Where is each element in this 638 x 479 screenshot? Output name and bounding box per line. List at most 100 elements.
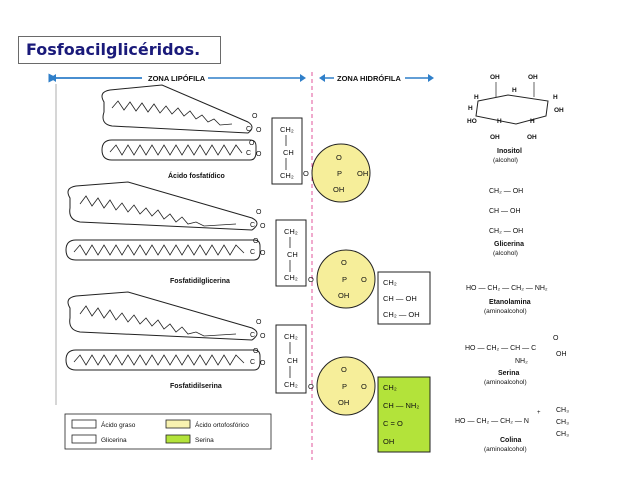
glycerol-ch-2: CH	[287, 250, 298, 259]
inositol-oh-3: OH	[554, 107, 564, 114]
phosphate-circle-2	[316, 249, 376, 309]
ester-c-2a: C	[250, 222, 255, 229]
fatty-acid-tail-3a	[67, 291, 258, 341]
glycerol-box-1	[271, 117, 303, 185]
zone-lipophilic-label: ZONA LIPÓFILA	[148, 74, 206, 83]
glycerol-ch-1: CH	[283, 148, 294, 157]
hydrocarbon-chain-3a	[79, 305, 237, 337]
ester-o-2d: O	[260, 250, 266, 257]
glycerol-box-2	[275, 219, 307, 287]
inositol-h-4: H	[468, 105, 473, 112]
legend-label-acido-ortofosforico: Ácido ortofosfórico	[195, 420, 249, 429]
inositol-ring	[475, 94, 549, 125]
inositol-h-6: H	[530, 118, 535, 125]
head-3-row-4: OH	[383, 437, 394, 446]
phosphate-o-top-3: O	[341, 365, 347, 374]
ester-c-1a: C	[246, 126, 251, 133]
phosphate-o-right-2: O	[361, 275, 367, 284]
etanolamina-name: Etanolamina	[489, 299, 531, 306]
phosphate-oh-3: OH	[338, 398, 349, 407]
molecule-fosfatidilglicerina: O C O O C O CH₂ CH CH₂ O O P O OH CH₂ CH…	[65, 181, 431, 325]
glycerol-ch2-top-2: CH₂	[284, 227, 298, 236]
ester-o-3c: O	[253, 348, 259, 355]
ester-o-2a: O	[256, 209, 262, 216]
phosphate-o-left-2: O	[308, 275, 314, 284]
colina-ch3-1: CH₃	[556, 407, 569, 414]
legend-swatch-glicerina	[71, 434, 97, 444]
glycerol-ch2-bottom-1: CH₂	[280, 171, 294, 180]
fatty-acid-tail-2b	[65, 239, 261, 261]
compound-serina: HO — CH₂ — CH — C O OH NH₂ Serina (amino…	[465, 335, 567, 386]
zone-hydrophilic-label: ZONA HIDRÓFILA	[337, 74, 401, 83]
head-2-row-3: CH₂ — OH	[383, 310, 420, 319]
compound-colina: HO — CH₂ — CH₂ — N + CH₃ CH₃ CH₃ Colina …	[455, 407, 569, 453]
phosphate-oh-1: OH	[333, 185, 344, 194]
phosphate-o-left-3: O	[308, 382, 314, 391]
ester-c-3b: C	[250, 359, 255, 366]
legend-swatch-serina	[165, 434, 191, 444]
ester-o-2c: O	[253, 238, 259, 245]
ester-c-2b: C	[250, 249, 255, 256]
head-group-serina-box	[377, 376, 431, 453]
phosphate-o-top-1: O	[336, 153, 342, 162]
title-box: Fosfoacilglicéridos.	[18, 36, 221, 64]
phosphate-circle-1	[311, 143, 371, 203]
colina-ch3-2: CH₃	[556, 419, 569, 426]
glicerina-name: Glicerina	[494, 241, 524, 248]
inositol-oh-4: OH	[490, 134, 500, 141]
ester-o-1d: O	[256, 151, 262, 158]
ester-o-1b: O	[256, 127, 262, 134]
inositol-h-5: H	[497, 118, 502, 125]
compound-inositol: OH OH H H H H OH HO H H OH OH Inositol (…	[467, 74, 564, 164]
ester-c-1b: C	[246, 150, 251, 157]
zone-mid-arrowhead-right	[300, 74, 306, 82]
colina-name: Colina	[500, 437, 521, 444]
legend-label-glicerina: Glicerina	[101, 437, 127, 444]
glycerol-ch2-bottom-3: CH₂	[284, 380, 298, 389]
serina-o: O	[553, 335, 559, 342]
phosphate-o-top-2: O	[341, 258, 347, 267]
phosphate-p-3: P	[342, 382, 347, 391]
zone-mid-arrowhead-left	[319, 74, 325, 82]
phosphate-o-right-3: O	[361, 382, 367, 391]
legend-swatch-acido-ortofosforico	[165, 419, 191, 429]
phosphate-p-2: P	[342, 275, 347, 284]
fatty-acid-tail-2a	[67, 181, 258, 231]
head-3-row-2: CH — NH₂	[383, 401, 419, 410]
glycerol-ch2-bottom-2: CH₂	[284, 273, 298, 282]
ester-o-3d: O	[260, 360, 266, 367]
legend-frame	[64, 413, 272, 450]
ester-o-2b: O	[260, 223, 266, 230]
glycerol-ch2-top-1: CH₂	[280, 125, 294, 134]
head-2-row-2: CH — OH	[383, 294, 417, 303]
etanolamina-formula: HO — CH₂ — CH₂ — NH₂	[466, 285, 548, 292]
ester-group-2: O C O O C O	[250, 209, 266, 257]
glycerol-ch-3: CH	[287, 356, 298, 365]
glicerina-class: (alcohol)	[493, 250, 518, 257]
molecule-name-1: Ácido fosfatídico	[168, 171, 225, 180]
zone-right-arrowhead	[428, 74, 434, 82]
phosphate-o-left-1: O	[303, 169, 309, 178]
hydrocarbon-chain-1b	[109, 144, 243, 156]
glicerina-row-2: CH — OH	[489, 208, 521, 215]
head-2-row-1: CH₂	[383, 278, 397, 287]
serina-name: Serina	[498, 370, 520, 377]
ester-o-3a: O	[256, 319, 262, 326]
glycerol-box-3	[275, 324, 307, 394]
colina-class: (aminoalcohol)	[484, 446, 527, 453]
etanolamina-class: (aminoalcohol)	[484, 308, 527, 315]
molecule-name-3: Fosfatidilserina	[170, 383, 222, 390]
ester-o-3b: O	[260, 333, 266, 340]
inositol-ho: HO	[467, 118, 477, 125]
ester-o-1a: O	[252, 113, 258, 120]
molecule-name-2: Fosfatidilglicerina	[170, 278, 230, 285]
legend-swatch-acido-graso	[71, 419, 97, 429]
inositol-h-3: H	[553, 94, 558, 101]
ester-o-1c: O	[249, 140, 255, 147]
head-3-row-3: C = O	[383, 419, 403, 428]
glycerol-ch2-top-3: CH₂	[284, 332, 298, 341]
zone-left-arrowhead	[50, 74, 56, 82]
head-group-oh-1: OH	[357, 169, 368, 178]
phosphate-p-1: P	[337, 169, 342, 178]
ester-c-3a: C	[250, 332, 255, 339]
